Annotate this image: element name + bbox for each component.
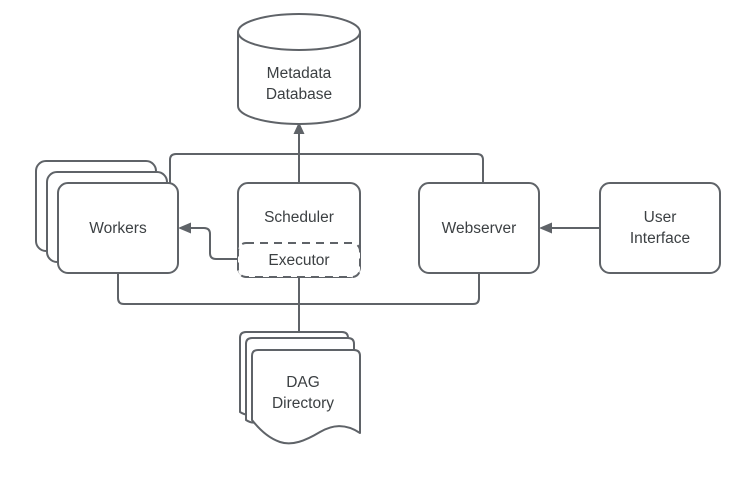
webserver-label: Webserver [442, 220, 517, 237]
edge-executor-to-workers [190, 227, 238, 260]
executor-box [237, 242, 361, 278]
arrowhead-webserver [539, 222, 552, 234]
arrowhead-workers [178, 222, 191, 234]
node-webserver[interactable]: Webserver [418, 182, 540, 274]
dag-directory-front [251, 349, 361, 445]
dag-directory-label-line1: DAG [286, 374, 320, 391]
node-dag-directory[interactable]: DAG Directory [239, 331, 361, 445]
dag-directory-stack-middle [245, 337, 355, 353]
metadata-database-label-line2: Database [266, 86, 332, 103]
edge-top-rail [169, 153, 484, 183]
webserver-box [418, 182, 540, 274]
executor-label: Executor [268, 252, 329, 269]
user-interface-label-line1: User [644, 209, 677, 226]
node-workers[interactable]: Workers [35, 160, 179, 274]
scheduler-label: Scheduler [264, 209, 334, 226]
workers-label: Workers [89, 220, 147, 237]
cylinder-top [237, 13, 361, 51]
node-metadata-database[interactable]: Metadata Database [237, 13, 361, 125]
connector-layer [117, 122, 600, 345]
dag-directory-label-line2: Directory [272, 395, 334, 412]
cylinder-body [237, 31, 361, 125]
user-interface-label-line2: Interface [630, 230, 690, 247]
arrowhead-database [293, 122, 305, 134]
node-user-interface[interactable]: User Interface [599, 182, 721, 274]
node-executor[interactable]: Executor [237, 242, 361, 278]
user-interface-box [599, 182, 721, 274]
workers-stack-front [57, 182, 179, 274]
metadata-database-label-line1: Metadata [267, 65, 332, 82]
